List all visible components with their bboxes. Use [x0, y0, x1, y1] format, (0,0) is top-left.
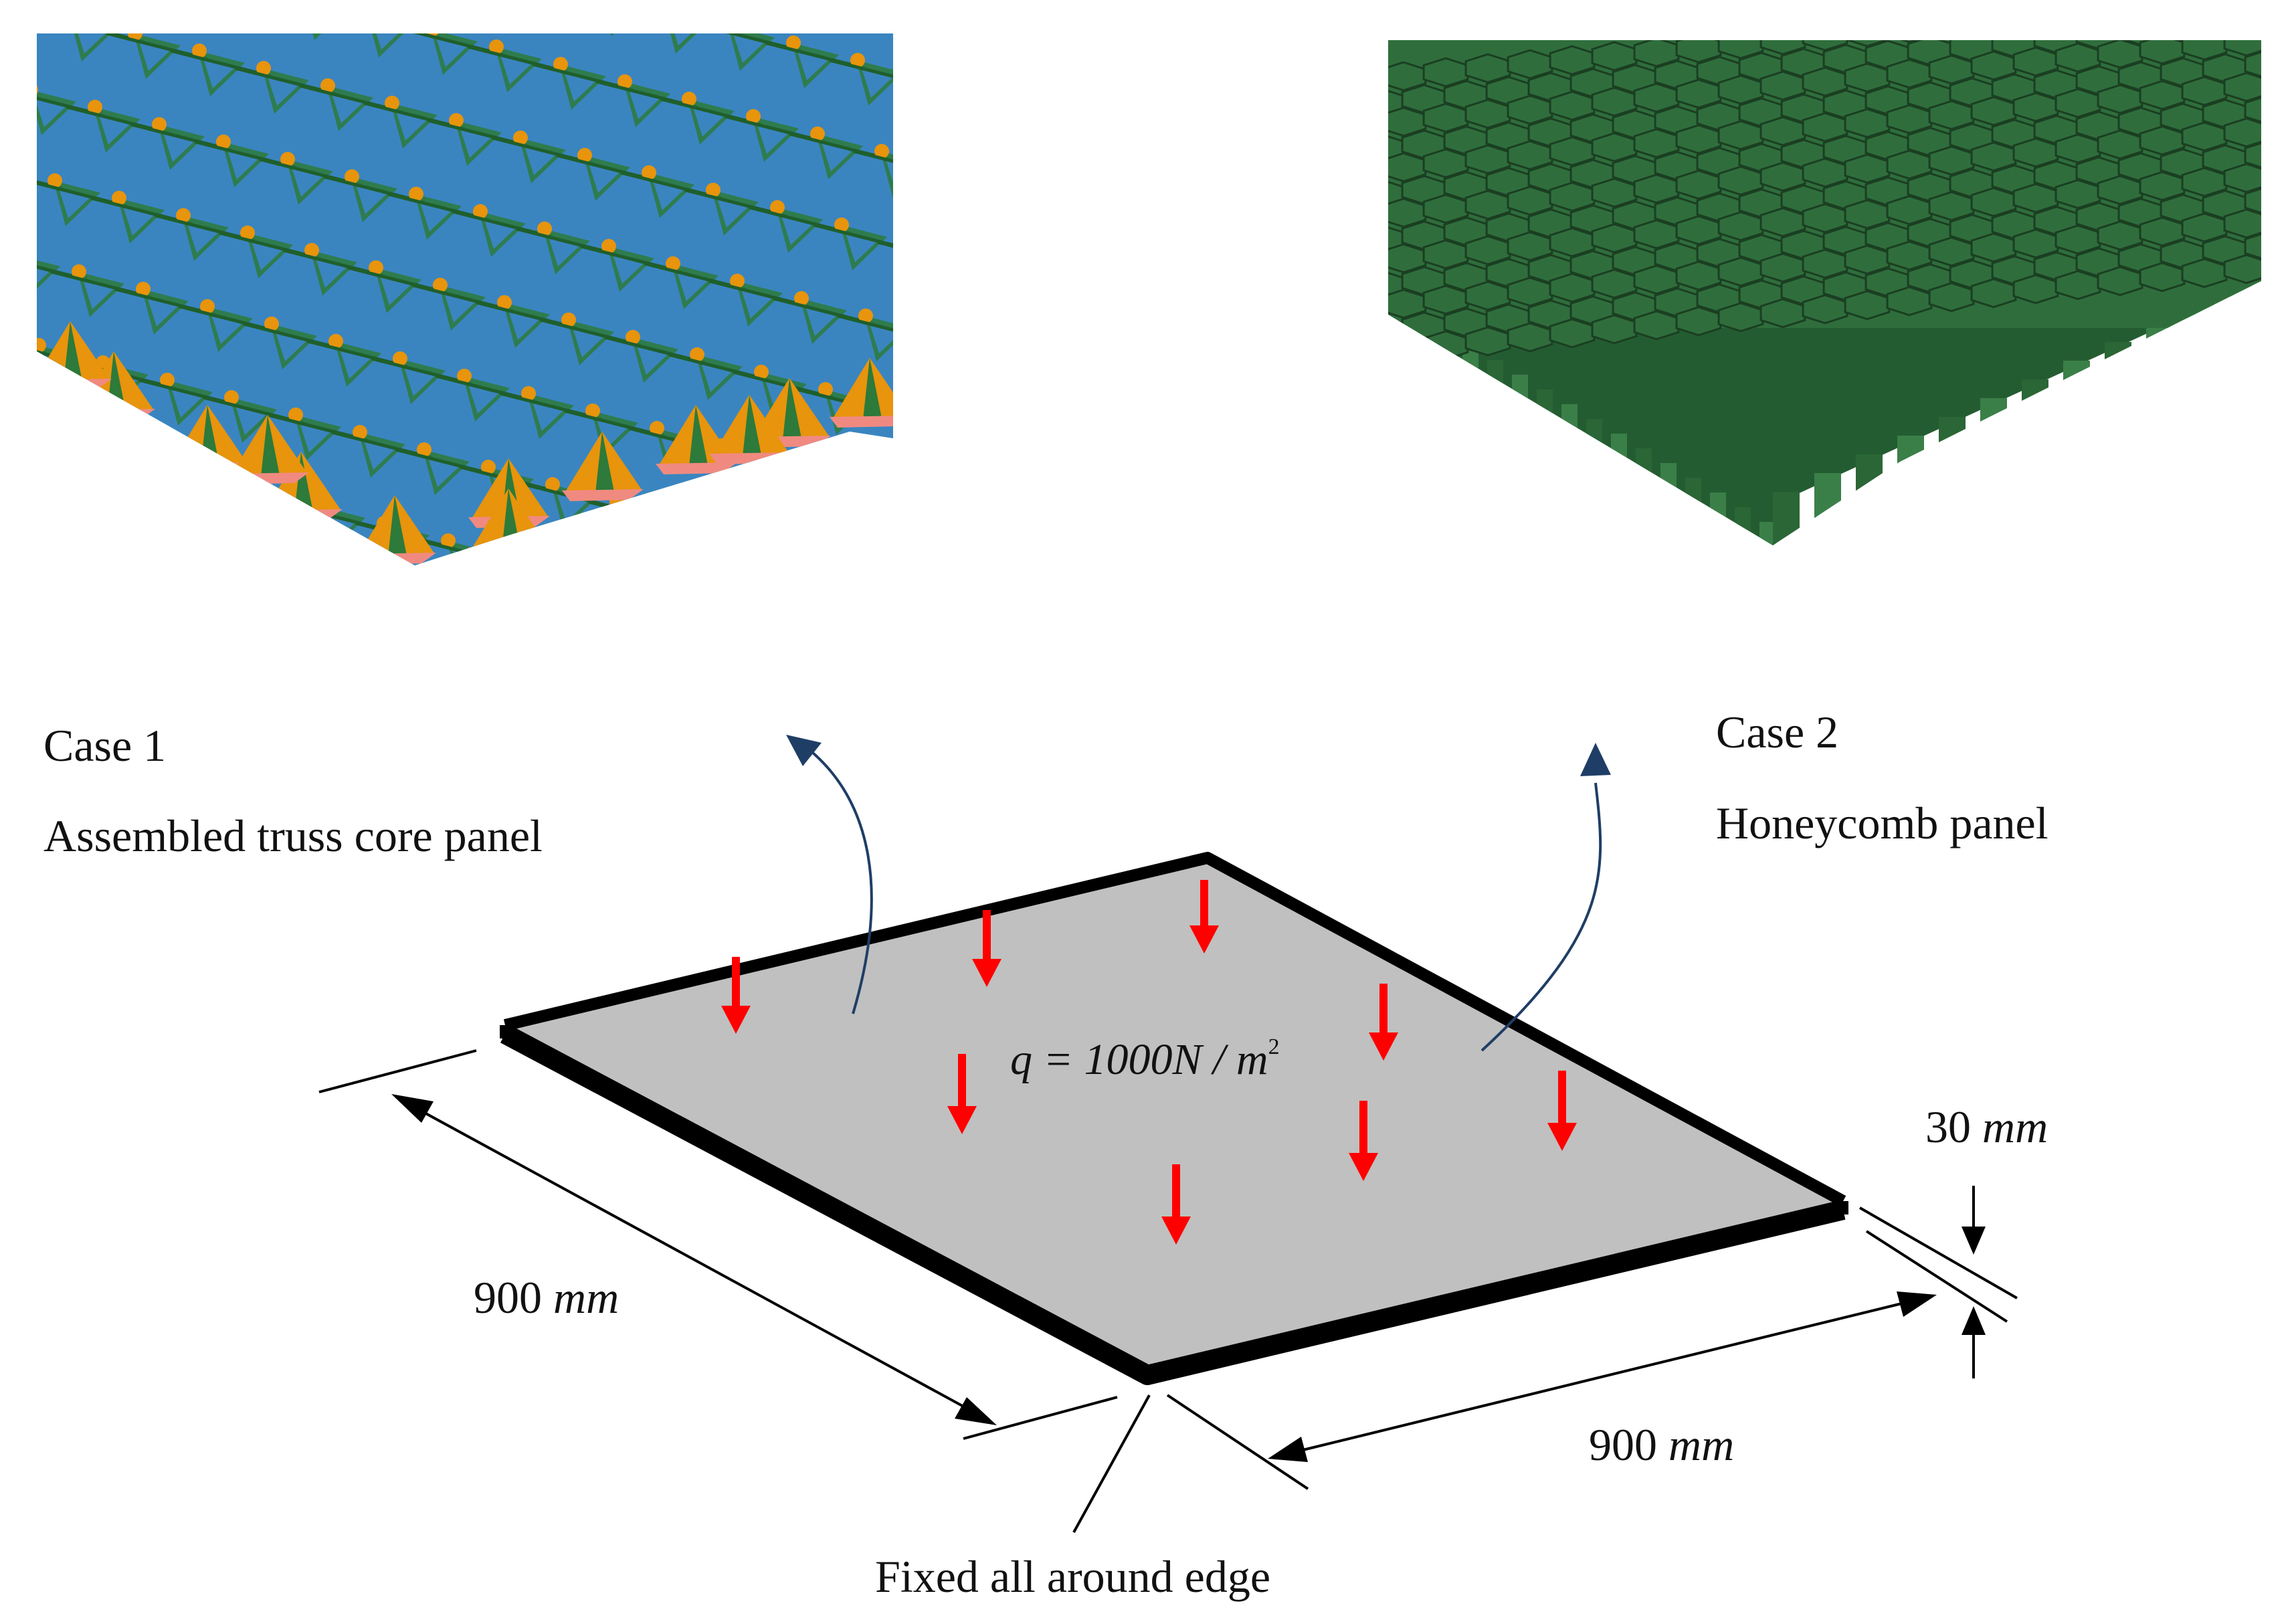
dimension-right-side — [1166, 1230, 2008, 1490]
load-arrow — [947, 1054, 977, 1134]
dimension-right-label: 900 mm — [1589, 1422, 1734, 1467]
load-arrow — [972, 910, 1001, 987]
load-arrow — [1547, 1071, 1577, 1151]
load-label: q = 1000N / m2 — [1010, 1036, 1280, 1082]
load-arrow — [1349, 1101, 1378, 1181]
load-arrow — [1189, 880, 1219, 954]
dimension-right-value: 900 — [1589, 1419, 1657, 1470]
dimension-right-unit: mm — [1668, 1419, 1735, 1470]
leader-arrow-case-1 — [811, 751, 873, 1014]
load-arrow — [1161, 1164, 1191, 1245]
fixed-edge-leader — [1072, 1394, 1151, 1533]
load-exponent: 2 — [1268, 1034, 1280, 1059]
case-2-label: Case 2 — [1716, 707, 1839, 757]
thickness-unit: mm — [1982, 1101, 2048, 1152]
leader-arrowhead-case-1 — [786, 735, 822, 766]
thickness-value: 30 — [1925, 1101, 1971, 1152]
dimension-thickness — [1859, 1186, 2018, 1378]
boundary-condition-label: Fixed all around edge — [875, 1551, 1271, 1602]
honeycomb-panel-image — [1388, 40, 2261, 545]
distributed-load-arrows — [721, 880, 1577, 1245]
plate — [500, 852, 1848, 1385]
case-1-label: Case 1 — [43, 720, 167, 771]
leader-arrows — [786, 735, 1611, 1052]
dimension-left-side — [318, 1049, 1118, 1440]
dimension-left-label: 900 mm — [474, 1275, 619, 1320]
case-1-name: Assembled truss core panel — [43, 810, 543, 861]
thickness-label: 30 mm — [1925, 1104, 2048, 1150]
load-text: q = 1000N / m — [1010, 1035, 1268, 1084]
leader-arrow-case-2 — [1480, 782, 1602, 1052]
leader-arrowhead-case-2 — [1580, 743, 1611, 776]
dimension-left-value: 900 — [474, 1272, 542, 1323]
case-2-name: Honeycomb panel — [1716, 798, 2048, 848]
plate-front-edge — [500, 1024, 1846, 1385]
load-arrow — [721, 957, 751, 1034]
load-arrow — [1369, 984, 1398, 1061]
plate-top-surface — [505, 858, 1843, 1368]
dimension-left-unit: mm — [553, 1272, 619, 1323]
